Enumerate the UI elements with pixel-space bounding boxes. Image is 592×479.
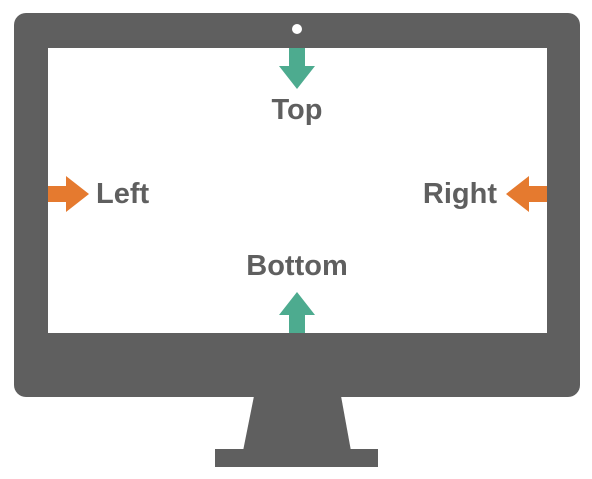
webcam-icon (292, 24, 302, 34)
left-label: Left (96, 178, 150, 210)
bottom-arrow-icon (279, 292, 315, 333)
bottom-label: Bottom (246, 250, 348, 282)
monitor-stand-base (215, 449, 378, 467)
monitor-stand-neck (243, 396, 351, 451)
right-arrow-icon (506, 176, 547, 212)
right-label: Right (422, 178, 497, 210)
monitor-screen (48, 48, 547, 333)
top-label: Top (271, 94, 323, 126)
top-arrow-icon (279, 48, 315, 89)
left-arrow-icon (48, 176, 89, 212)
